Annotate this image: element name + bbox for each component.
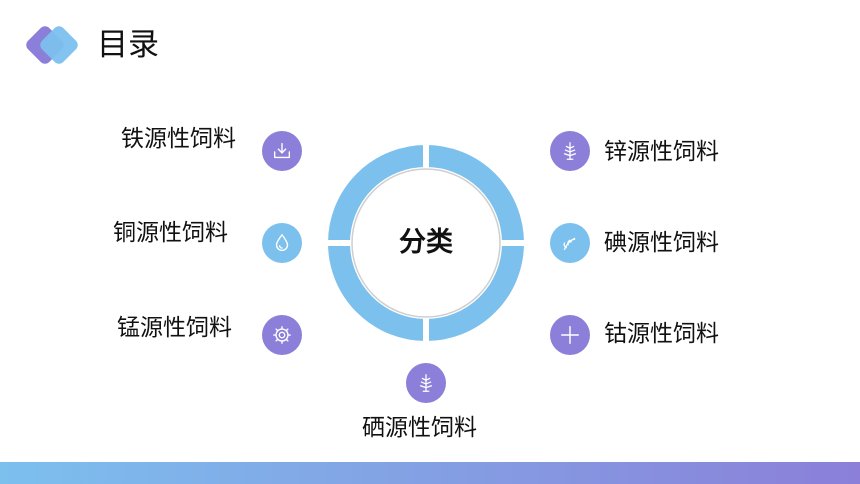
page-title: 目录	[97, 27, 159, 63]
tree-icon	[406, 363, 446, 403]
center-label: 分类	[399, 227, 453, 258]
center-ring	[326, 143, 526, 343]
plus-icon	[550, 315, 590, 355]
footer-gradient-bar	[0, 462, 860, 484]
item-label-cobalt: 钴源性饲料	[604, 321, 719, 347]
item-label-zinc: 锌源性饲料	[604, 139, 719, 165]
download-tray-icon	[262, 131, 302, 171]
water-drop-icon	[262, 223, 302, 263]
item-label-manganese: 锰源性饲料	[117, 315, 232, 341]
leaf-sprig-icon	[550, 223, 590, 263]
item-label-iodine: 碘源性饲料	[604, 230, 719, 256]
tree-icon	[550, 131, 590, 171]
logo-diamonds-icon	[26, 26, 78, 64]
item-label-copper: 铜源性饲料	[113, 220, 228, 246]
item-label-iron: 铁源性饲料	[121, 126, 236, 152]
gear-icon	[262, 315, 302, 355]
item-label-selenium: 硒源性饲料	[362, 415, 477, 441]
